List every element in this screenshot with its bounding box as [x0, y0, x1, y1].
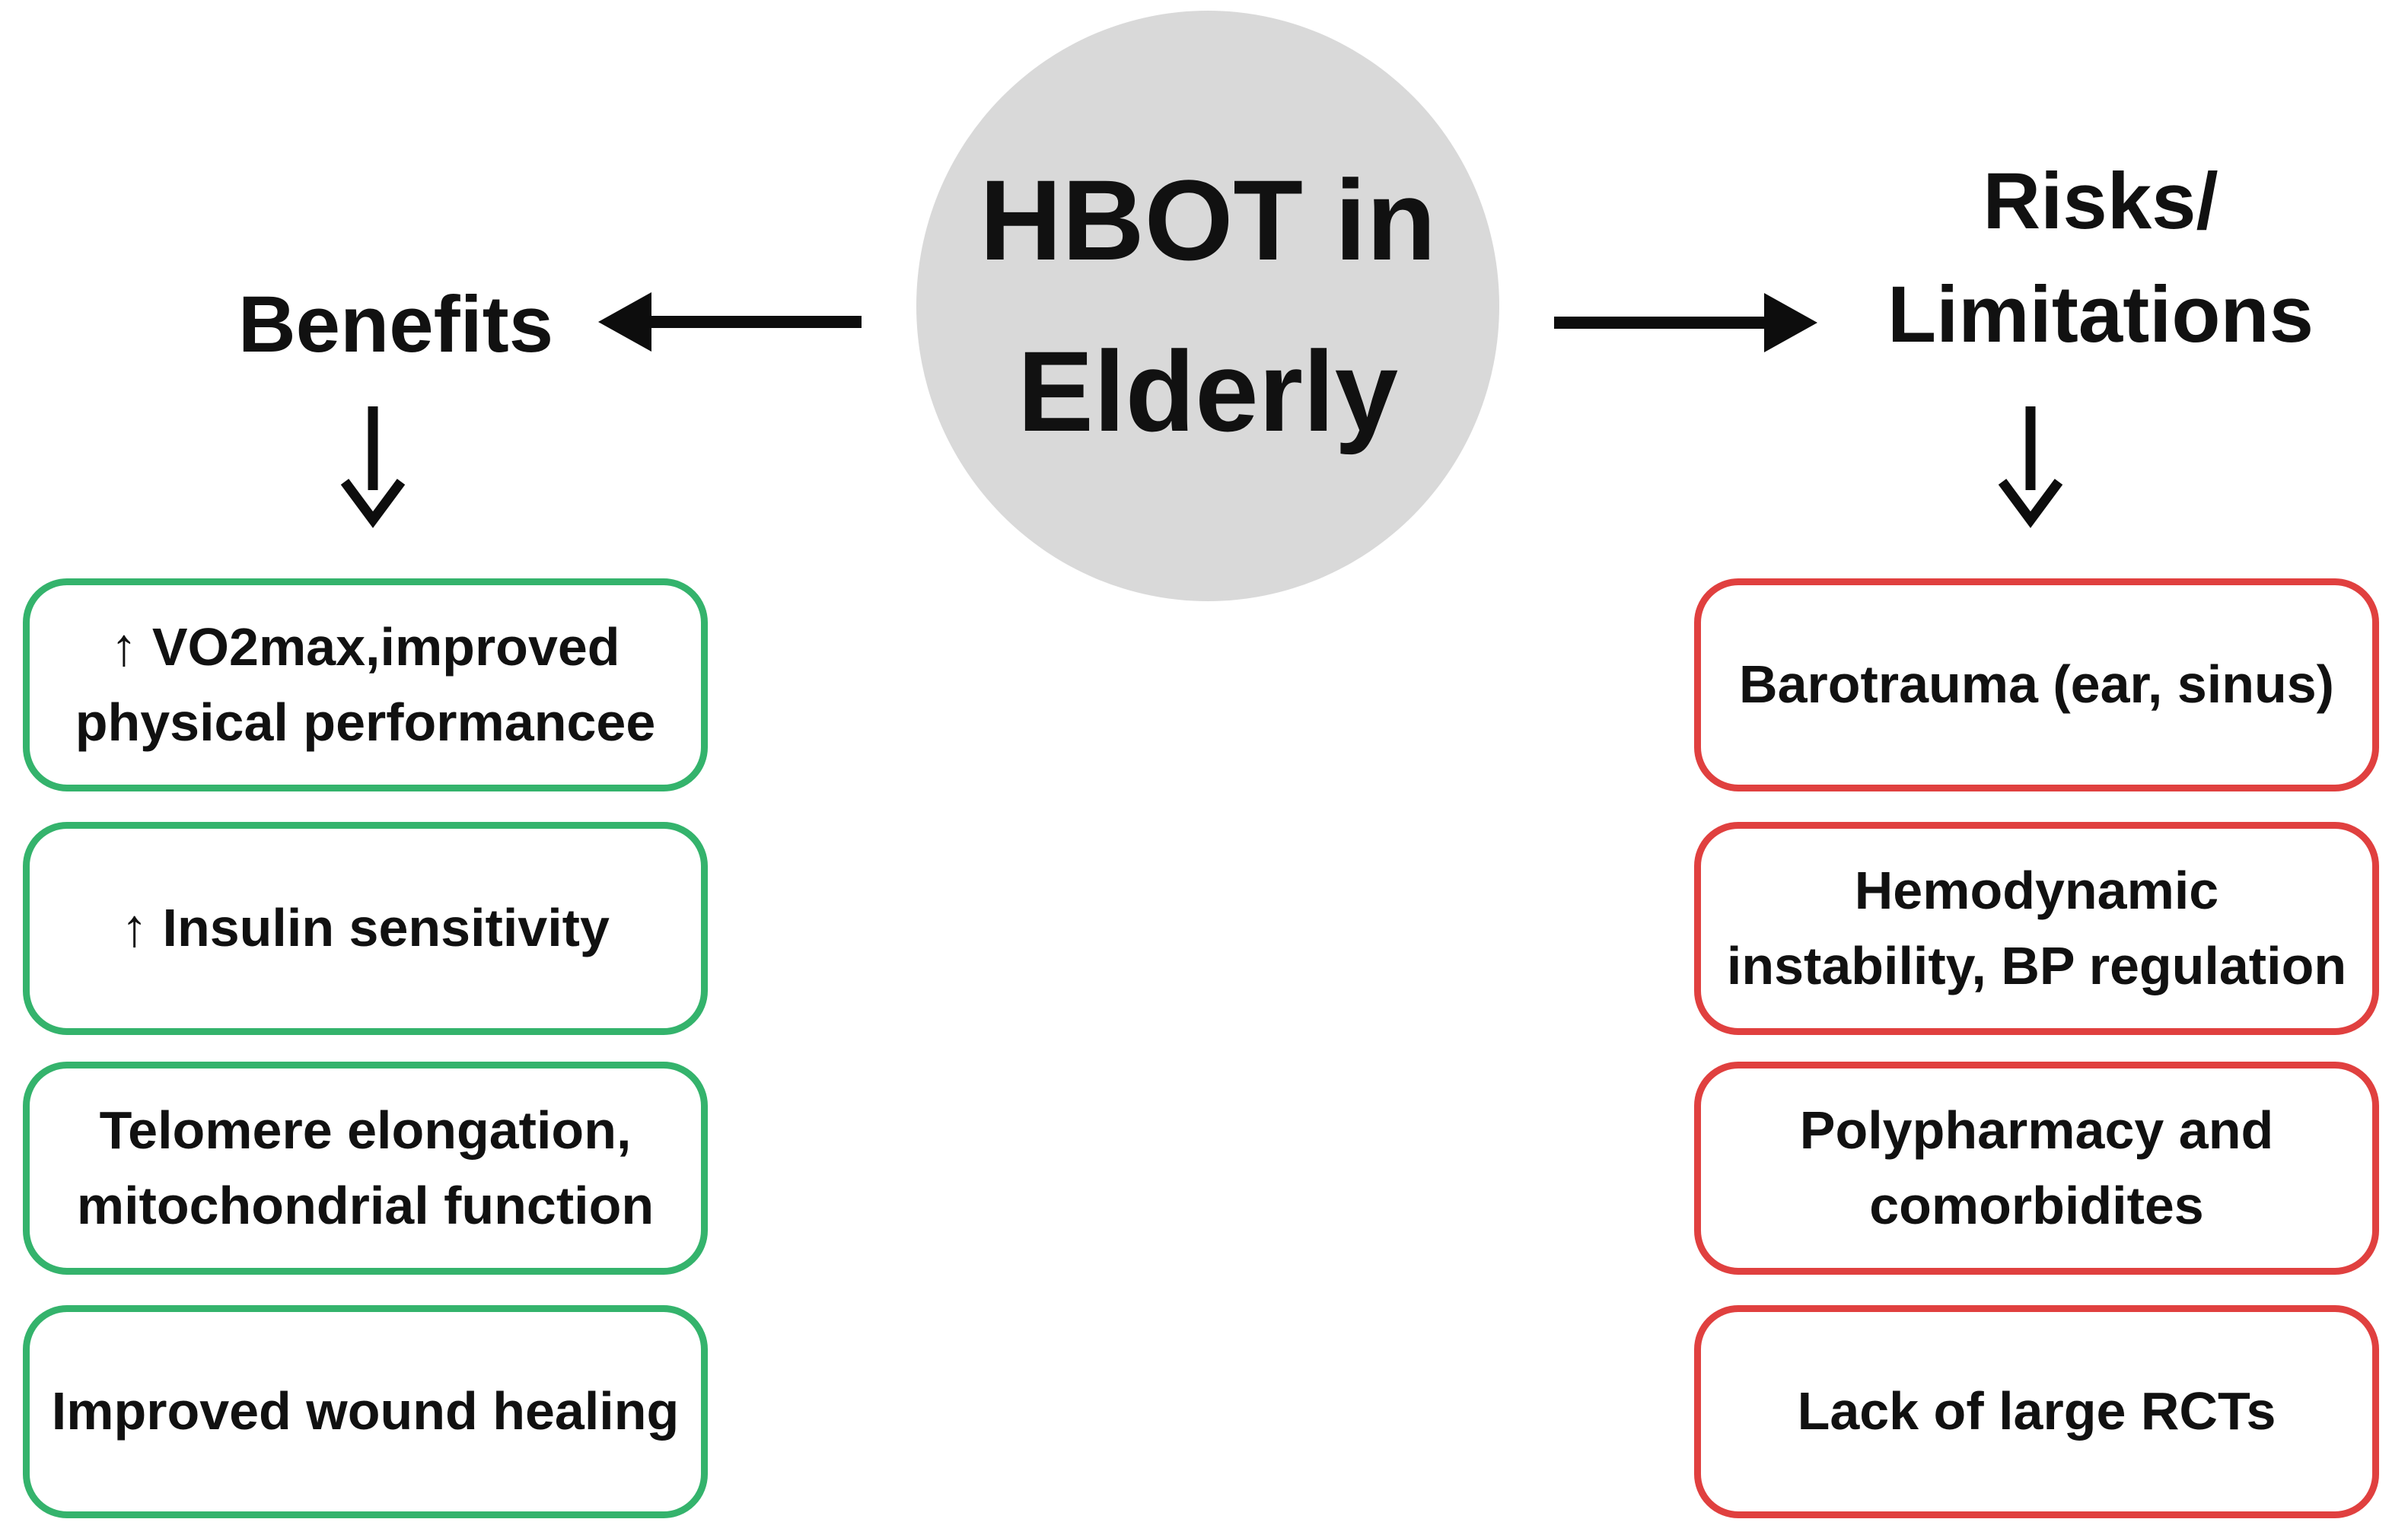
benefit-box: Telomere elongation, mitochondrial funct…: [23, 1062, 708, 1275]
benefit-box-label: ↑ VO2max,improved physical performancee: [75, 616, 656, 752]
arrow-left-icon: [598, 292, 862, 352]
risk-box-label: Polypharmacy and comorbidites: [1799, 1100, 2274, 1235]
risk-box: Barotrauma (ear, sinus): [1694, 578, 2379, 791]
arrow-right-icon: [1554, 293, 1817, 352]
risk-box: Lack of large RCTs: [1694, 1305, 2379, 1518]
risk-box: Hemodynamic instability, BP regulation: [1694, 822, 2379, 1035]
benefit-box-label: Improved wound healing: [51, 1381, 680, 1441]
benefit-box: ↑ Insulin sensitivity: [23, 822, 708, 1035]
benefit-box: ↑ VO2max,improved physical performancee: [23, 578, 708, 791]
risk-box-label: Barotrauma (ear, sinus): [1739, 654, 2334, 715]
benefits-heading: Benefits: [237, 280, 554, 369]
benefit-box-label: Telomere elongation, mitochondrial funct…: [76, 1100, 655, 1235]
benefit-box-label: ↑ Insulin sensitivity: [121, 898, 610, 958]
risk-box-label: Hemodynamic instability, BP regulation: [1726, 860, 2347, 995]
risks-down-arrow-icon: [1998, 406, 2063, 528]
risks-limitations-heading: Risks/ Limitations: [1887, 157, 2314, 360]
central-node-title: HBOT in Elderly: [979, 156, 1436, 455]
risk-box: Polypharmacy and comorbidites: [1694, 1062, 2379, 1275]
benefits-down-arrow-icon: [340, 406, 406, 528]
risk-box-label: Lack of large RCTs: [1797, 1381, 2276, 1441]
central-node: HBOT in Elderly: [916, 11, 1499, 601]
benefit-box: Improved wound healing: [23, 1305, 708, 1518]
